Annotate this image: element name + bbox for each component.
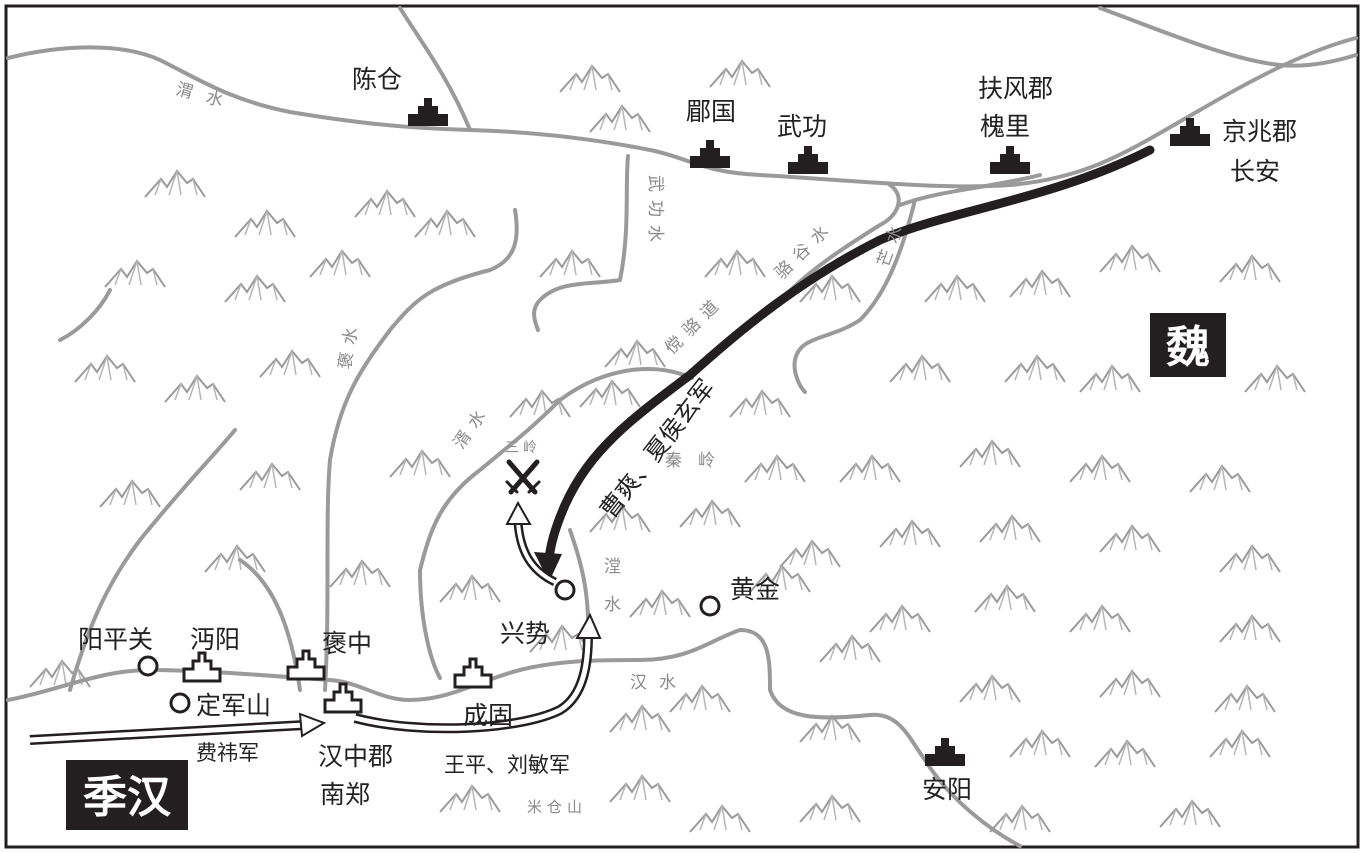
- wei-army-arrowhead: [534, 552, 562, 582]
- wugong-label: 武功: [777, 112, 827, 141]
- crossed-swords-icon: [505, 459, 541, 495]
- dingjunshan-fort-icon: [169, 692, 191, 714]
- xingshi-label: 兴势: [500, 619, 550, 648]
- xingshi-fort-icon: [554, 579, 576, 601]
- qinling-label: 秦岭: [665, 451, 731, 471]
- jingzhao-label: 京兆郡: [1222, 117, 1297, 146]
- meiguo-label: 郿国: [686, 97, 736, 126]
- hanzhong-label: 汉中郡: [318, 742, 393, 771]
- huangjin-label: 黄金: [730, 575, 780, 604]
- tang-river-label-2: 水: [604, 595, 621, 615]
- wei-river: [6, 36, 1358, 189]
- wugong-river-label: 武功水: [645, 175, 665, 250]
- wugong-river: [532, 154, 630, 332]
- luogu-river: [784, 183, 901, 297]
- feiyi-army-label: 费祎军: [196, 741, 259, 765]
- changan-label: 长安: [1230, 157, 1280, 186]
- jihan-state-box: [66, 760, 188, 830]
- han-river: [6, 628, 1022, 848]
- anyang-label: 安阳: [922, 775, 972, 804]
- han-river-label: 汉水: [630, 673, 688, 693]
- rivers: [6, 6, 1358, 848]
- yangpingguan-label: 阳平关: [78, 625, 153, 654]
- xingshi-sortie-arrow: [505, 500, 558, 587]
- mianyang-label: 沔阳: [190, 625, 240, 654]
- wangping-army-label: 王平、刘敏军: [444, 753, 570, 777]
- wangping-army-arrow: [353, 612, 602, 734]
- huangjin-fort-icon: [699, 595, 721, 617]
- xu-river: [418, 367, 694, 680]
- mang-river: [792, 198, 917, 394]
- tang-river-label: 漟: [604, 557, 621, 577]
- bao-river: [323, 208, 519, 692]
- baozhong-label: 褒中: [322, 629, 372, 658]
- chencang-label: 陈仓: [352, 65, 402, 94]
- sanling-label: 三岭: [505, 440, 541, 456]
- dingjunshan-label: 定军山: [196, 691, 271, 720]
- nanzheng-label: 南郑: [320, 780, 370, 809]
- huaili-label: 槐里: [980, 112, 1030, 141]
- wei-state-box: [1150, 313, 1226, 377]
- feiyi-army-arrow: [29, 712, 327, 745]
- wei-army-arrow: [543, 145, 1155, 570]
- fufeng-label: 扶风郡: [978, 74, 1053, 103]
- wei-state-label: 魏: [1166, 322, 1210, 373]
- micang-label: 米仓山: [527, 798, 587, 816]
- chenggu-label: 成固: [463, 701, 513, 730]
- yangpingguan-fort-icon: [137, 655, 159, 677]
- jihan-state-label: 季汉: [83, 772, 172, 823]
